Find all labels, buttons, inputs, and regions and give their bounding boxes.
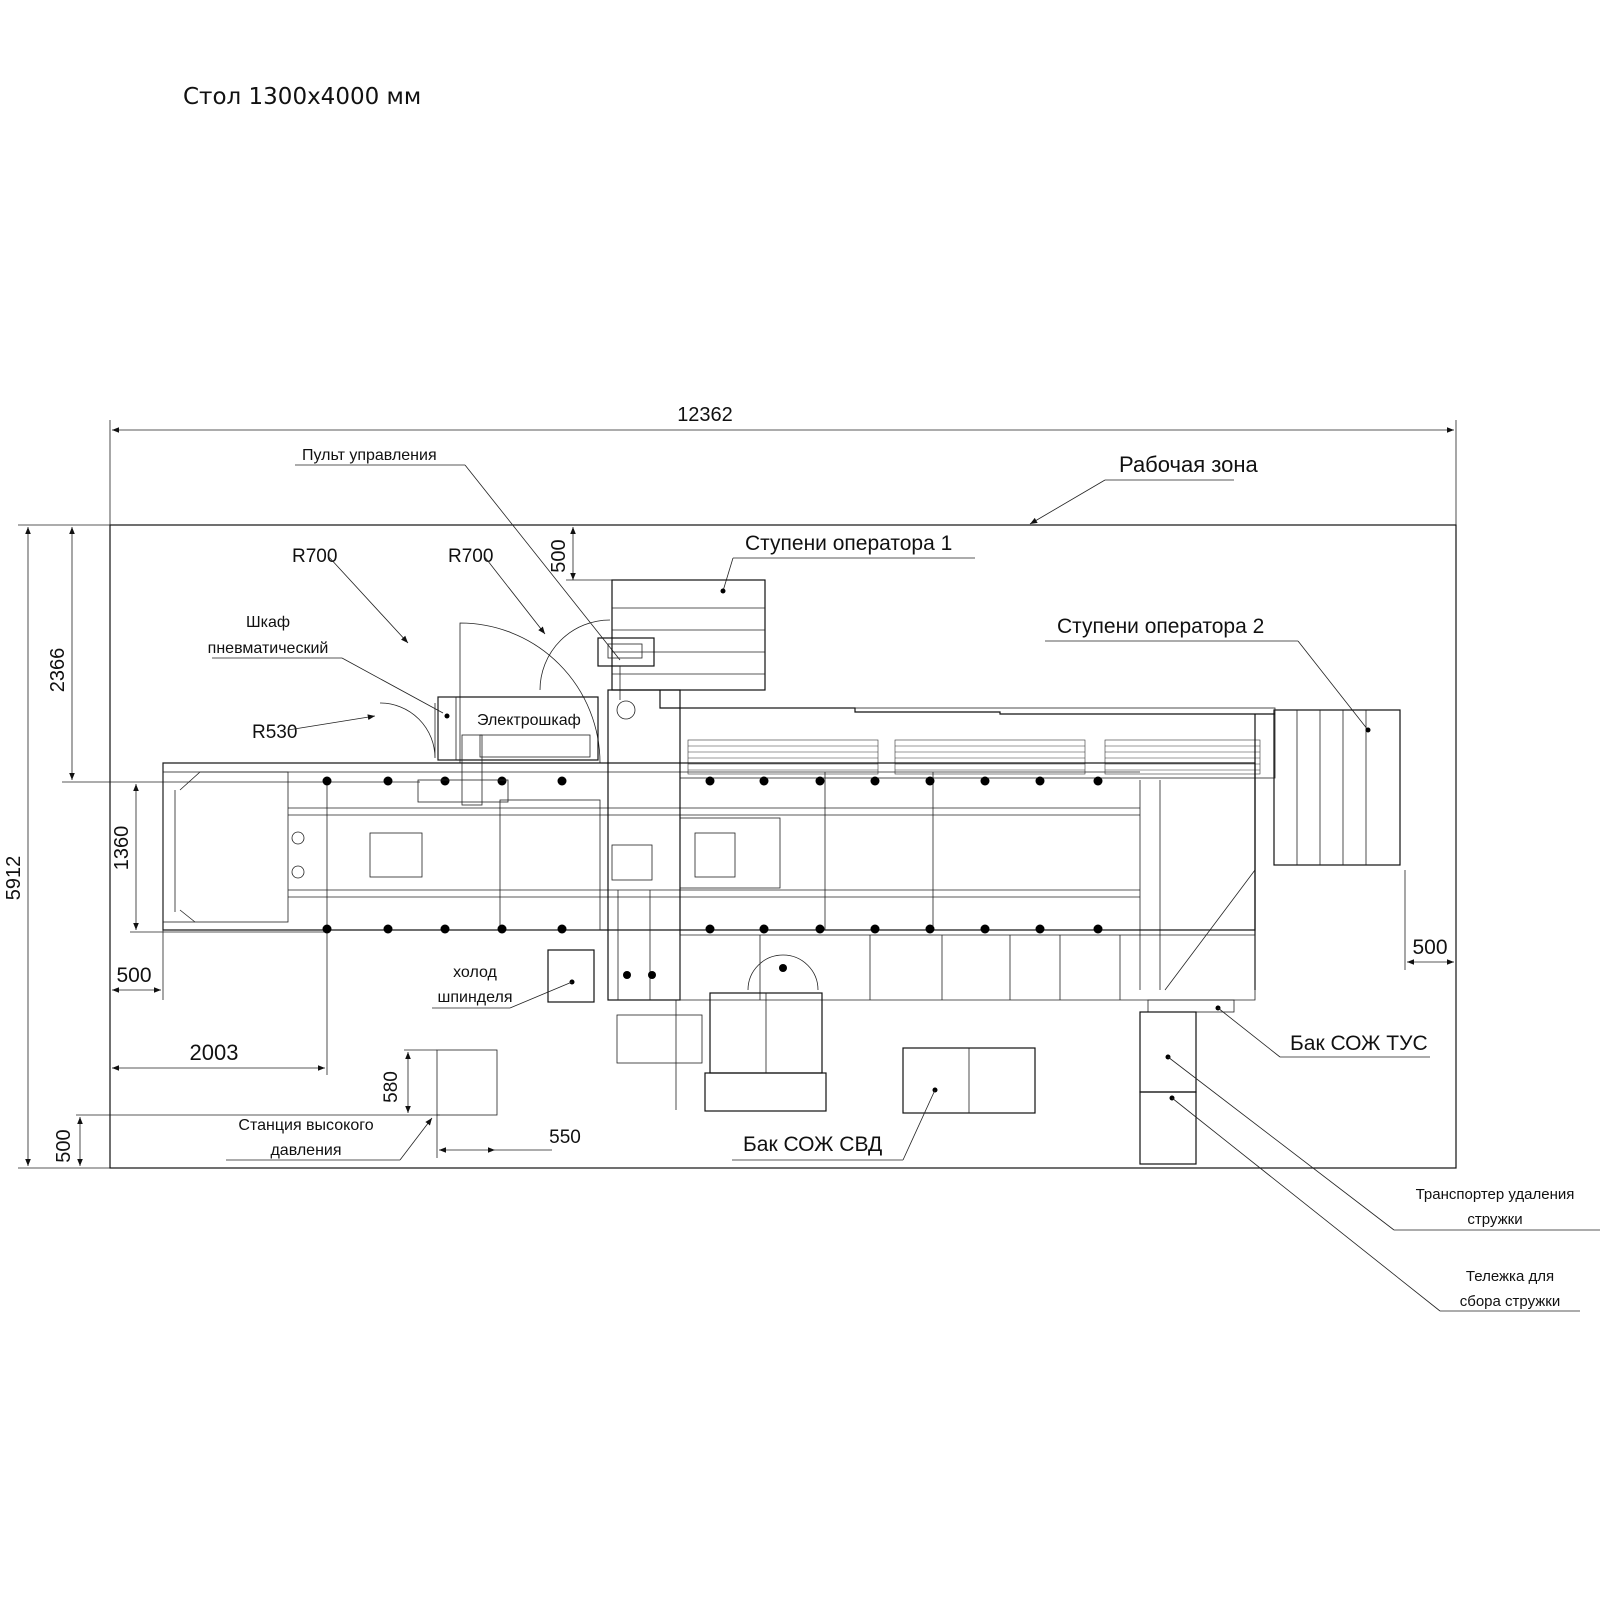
upper-guard <box>659 690 1276 991</box>
chip-conveyor-label-1: Транспортер удаления <box>1416 1186 1575 1203</box>
dim-5912-text: 5912 <box>3 856 25 901</box>
dim-500-bottom-text: 500 <box>53 1129 75 1162</box>
dim-580-text: 580 <box>381 1071 402 1103</box>
dimension-step-clearance: 500 <box>548 527 612 581</box>
control-panel-label: Пульт управления <box>302 447 437 464</box>
dim-500-left-text: 500 <box>116 964 151 987</box>
chip-cart-label-2: сбора стружки <box>1460 1293 1560 1310</box>
radius-callout-3: R530 <box>252 714 376 743</box>
high-pressure-station: 580 550 Станция высокого давления <box>226 1049 581 1161</box>
control-panel-callout: Пульт управления <box>295 447 621 661</box>
chip-conveyor <box>1139 999 1235 1165</box>
dimension-overall-width: 5912 <box>3 524 110 1169</box>
radius-r530: R530 <box>252 722 297 743</box>
work-zone-callout: Рабочая зона <box>1029 452 1258 525</box>
door-swings <box>379 619 611 764</box>
page-title: Стол 1300х4000 мм <box>183 84 422 110</box>
coolant-tank-svd: Бак СОЖ СВД <box>732 1047 1036 1161</box>
dim-2003-text: 2003 <box>190 1040 239 1065</box>
dim-500-top-text: 500 <box>548 539 570 572</box>
dim-1360-text: 1360 <box>111 826 133 871</box>
chip-conveyor-label-2: стружки <box>1467 1211 1522 1228</box>
high-pressure-station-label-1: Станция высокого <box>238 1117 373 1134</box>
work-zone-boundary <box>109 524 1457 1169</box>
coolant-tank-tus-callout: Бак СОЖ ТУС <box>1217 1007 1430 1058</box>
electrical-cabinet: Электрошкаф <box>437 696 599 761</box>
dimension-overall-length: 12362 <box>109 404 1457 525</box>
lower-compartments <box>679 934 1256 1001</box>
operator-steps-1-label: Ступени оператора 1 <box>745 532 952 555</box>
chip-cart-label-1: Тележка для <box>1466 1268 1554 1285</box>
dim-2366-text: 2366 <box>47 648 69 693</box>
radius-callout-2: R700 <box>448 546 546 635</box>
radius-r700-b: R700 <box>448 546 493 567</box>
pneumatic-cabinet-label-1: Шкаф <box>246 614 290 631</box>
dimension-bottom-margin: 500 <box>53 1114 440 1166</box>
gantry-base <box>616 992 827 1112</box>
bolt-row-bottom <box>322 924 1103 934</box>
radius-callout-1: R700 <box>292 546 409 644</box>
dimension-table-width: 1360 <box>111 784 330 933</box>
pneumatic-cabinet-callout: Шкаф пневматический <box>208 614 444 714</box>
pneumatic-cabinet-label-2: пневматический <box>208 640 329 657</box>
dimension-upper-zone: 2366 <box>47 527 420 783</box>
chip-conveyor-callout: Транспортер удаления стружки <box>1167 1056 1600 1231</box>
dim-550-text: 550 <box>549 1127 581 1148</box>
dimension-right-margin: 500 <box>1404 870 1454 970</box>
operator-steps-2: Ступени оператора 2 <box>1045 615 1401 866</box>
dim-500-right-text: 500 <box>1412 936 1447 959</box>
electrical-cabinet-label: Электрошкаф <box>477 712 581 729</box>
control-panel-box <box>597 637 655 700</box>
radius-r700-a: R700 <box>292 546 337 567</box>
spindle-cooler: холод шпинделя <box>432 949 595 1009</box>
operator-steps-2-label: Ступени оператора 2 <box>1057 615 1264 638</box>
dim-12362-text: 12362 <box>677 404 733 426</box>
chip-cart-callout: Тележка для сбора стружки <box>1171 1097 1580 1312</box>
gantry-column <box>417 689 681 1001</box>
high-pressure-station-label-2: давления <box>270 1142 341 1159</box>
coolant-tank-tus-label: Бак СОЖ ТУС <box>1290 1032 1428 1055</box>
dimension-left-offset: 2003 <box>112 780 328 1075</box>
dimension-left-margin: 500 <box>112 930 164 1000</box>
bolt-row-top <box>322 776 1103 786</box>
work-zone-label: Рабочая зона <box>1119 452 1258 477</box>
coolant-tank-svd-label: Бак СОЖ СВД <box>743 1133 882 1156</box>
spindle-cooler-label-2: шпинделя <box>438 989 513 1006</box>
spindle-cooler-label-1: холод <box>453 964 497 981</box>
operator-steps-1: Ступени оператора 1 <box>611 532 975 691</box>
